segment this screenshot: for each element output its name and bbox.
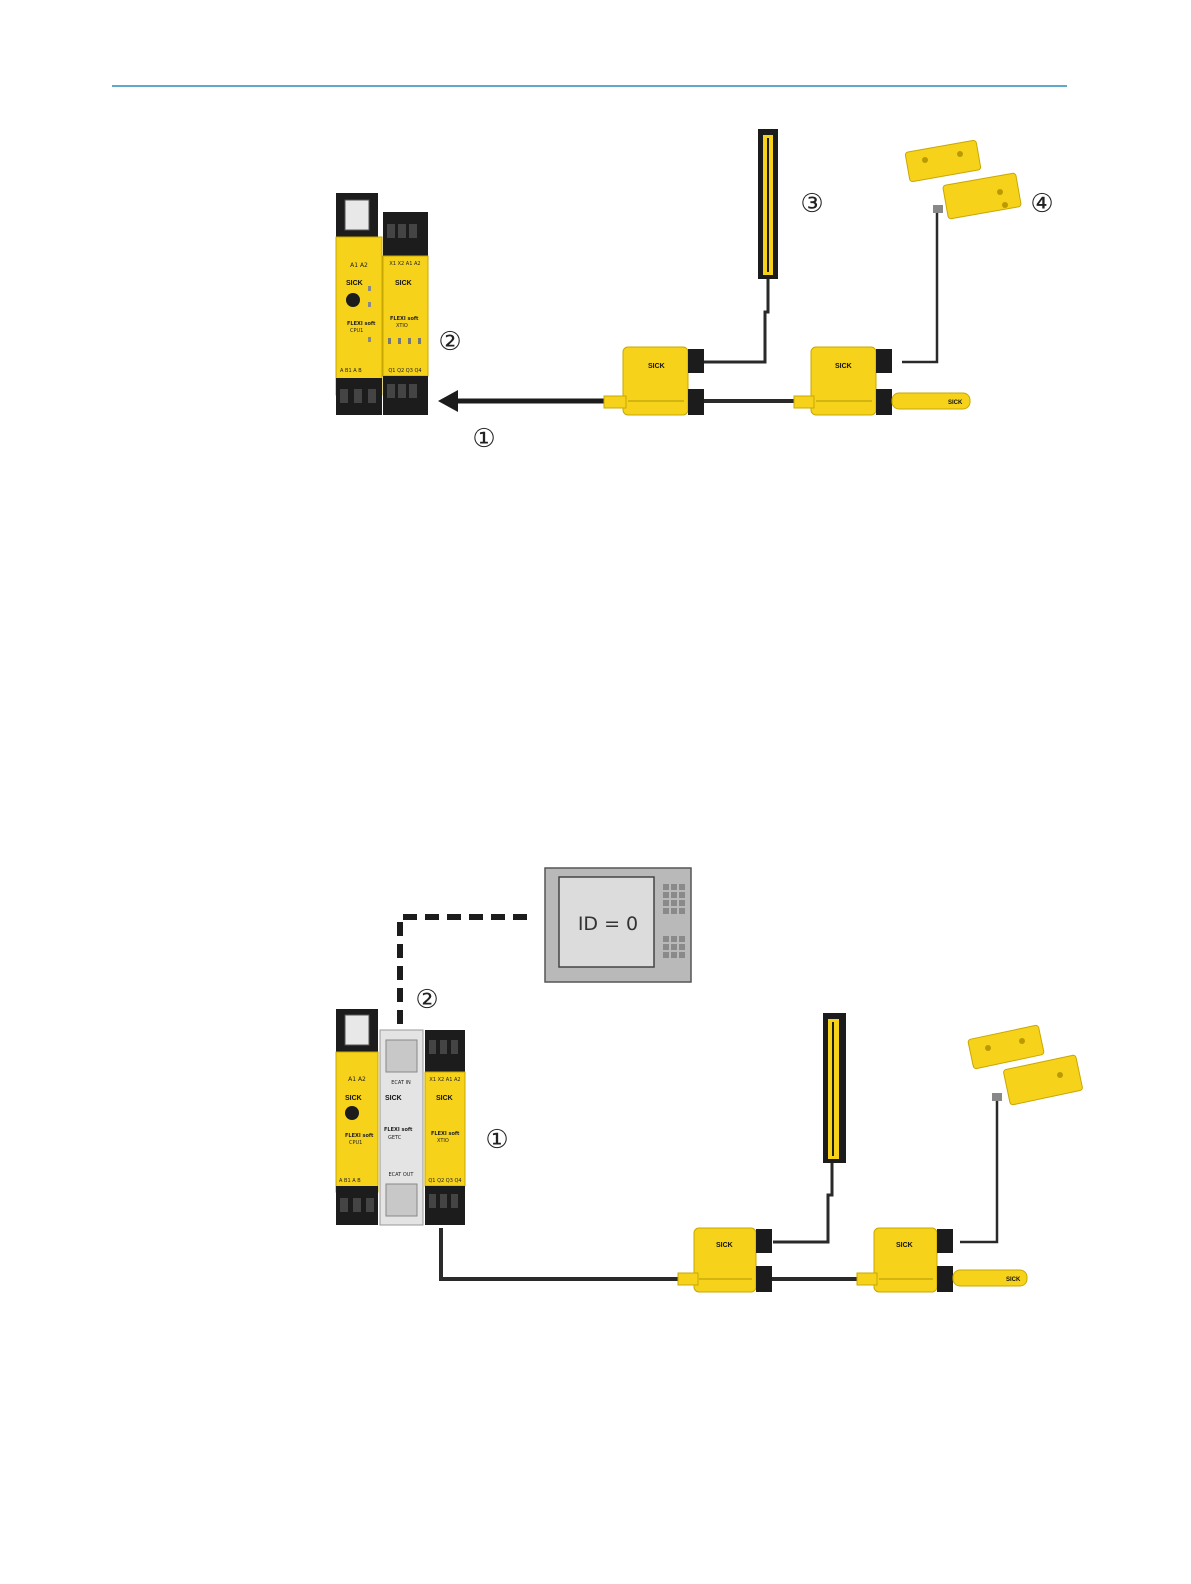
hmi-panel: ID = 0 (545, 868, 691, 982)
safety-switch (902, 140, 1021, 362)
cpu-module: A1 A2 SICK FLEXI soft CPU1 A B1 A B (336, 193, 382, 415)
flexi-loop-connector-2a: SICK (678, 1228, 858, 1292)
gateway-model: FLEXI soft (384, 1127, 413, 1133)
cpu-top-label: A1 A2 (350, 262, 368, 269)
cpu2-top-label: A1 A2 (348, 1076, 366, 1083)
callout-2-2: ② (415, 985, 438, 1015)
connector-a-brand: SICK (648, 363, 665, 370)
xtio-type: XTIO (396, 323, 408, 329)
connector-b-brand: SICK (835, 363, 852, 370)
cpu2-model: FLEXI soft (345, 1133, 374, 1139)
cpu-type: CPU1 (350, 328, 363, 334)
cpu-model: FLEXI soft (347, 321, 376, 327)
gateway-bottom-label: ECAT OUT (389, 1172, 415, 1178)
xtio-top-label: X1 X2 A1 A2 (389, 261, 420, 267)
cpu2-brand: SICK (345, 1095, 362, 1102)
gateway-type: GETC (388, 1135, 402, 1141)
xtio2-type: XTIO (437, 1138, 449, 1144)
figure-2: ID = 0 A1 A2 SICK FLEXI soft C (336, 868, 1083, 1292)
figure-1: A1 A2 SICK FLEXI soft CPU1 A B1 A B X1 X… (336, 129, 1054, 454)
callout-2-1: ① (485, 1125, 508, 1155)
cpu2-reset-button[interactable] (345, 1106, 359, 1120)
light-curtain (702, 129, 778, 362)
connector-2a-brand: SICK (716, 1242, 733, 1249)
callout-3: ③ (800, 189, 823, 219)
xtio2-brand: SICK (436, 1095, 453, 1102)
cpu2-bottom-label: A B1 A B (339, 1178, 361, 1184)
hmi-display-text: ID = 0 (578, 913, 638, 935)
xtio-bottom-label: Q1 Q2 Q3 Q4 (388, 368, 421, 374)
callout-2: ② (438, 327, 461, 357)
cpu-brand: SICK (346, 280, 363, 287)
callout-4: ④ (1030, 189, 1053, 219)
gateway-module: ECAT IN SICK FLEXI soft GETC ECAT OUT (380, 1030, 423, 1225)
connector-2b-brand: SICK (896, 1242, 913, 1249)
gateway-top-label: ECAT IN (391, 1080, 411, 1086)
xtio-module: X1 X2 A1 A2 SICK FLEXI soft XTIO Q1 Q2 Q… (383, 212, 428, 415)
xtio-model: FLEXI soft (390, 316, 419, 322)
xtio-module-2: X1 X2 A1 A2 SICK FLEXI soft XTIO Q1 Q2 Q… (425, 1030, 465, 1225)
safety-switch-2 (960, 1025, 1083, 1242)
light-curtain-2 (773, 1013, 846, 1242)
xtio2-top-label: X1 X2 A1 A2 (429, 1077, 460, 1083)
xtio2-bottom-label: Q1 Q2 Q3 Q4 (428, 1178, 461, 1184)
cpu-bottom-label: A B1 A B (340, 368, 362, 374)
hmi-keypad-bottom (663, 936, 685, 958)
terminator-2-brand: SICK (1006, 1277, 1021, 1283)
cpu2-type: CPU1 (349, 1140, 362, 1146)
cpu-module-2: A1 A2 SICK FLEXI soft CPU1 A B1 A B (336, 1009, 378, 1225)
flexi-loop-connector-b: SICK SICK (794, 347, 970, 415)
flexi-loop-cable (441, 1228, 678, 1279)
flexi-loop-connector-2b: SICK SICK (857, 1228, 1027, 1292)
cpu-reset-button[interactable] (346, 293, 360, 307)
gateway-brand: SICK (385, 1095, 402, 1102)
terminator-brand: SICK (948, 400, 963, 406)
xtio2-model: FLEXI soft (431, 1131, 460, 1137)
flow-arrow-head (438, 390, 458, 412)
xtio-brand: SICK (395, 280, 412, 287)
callout-1: ① (472, 424, 495, 454)
